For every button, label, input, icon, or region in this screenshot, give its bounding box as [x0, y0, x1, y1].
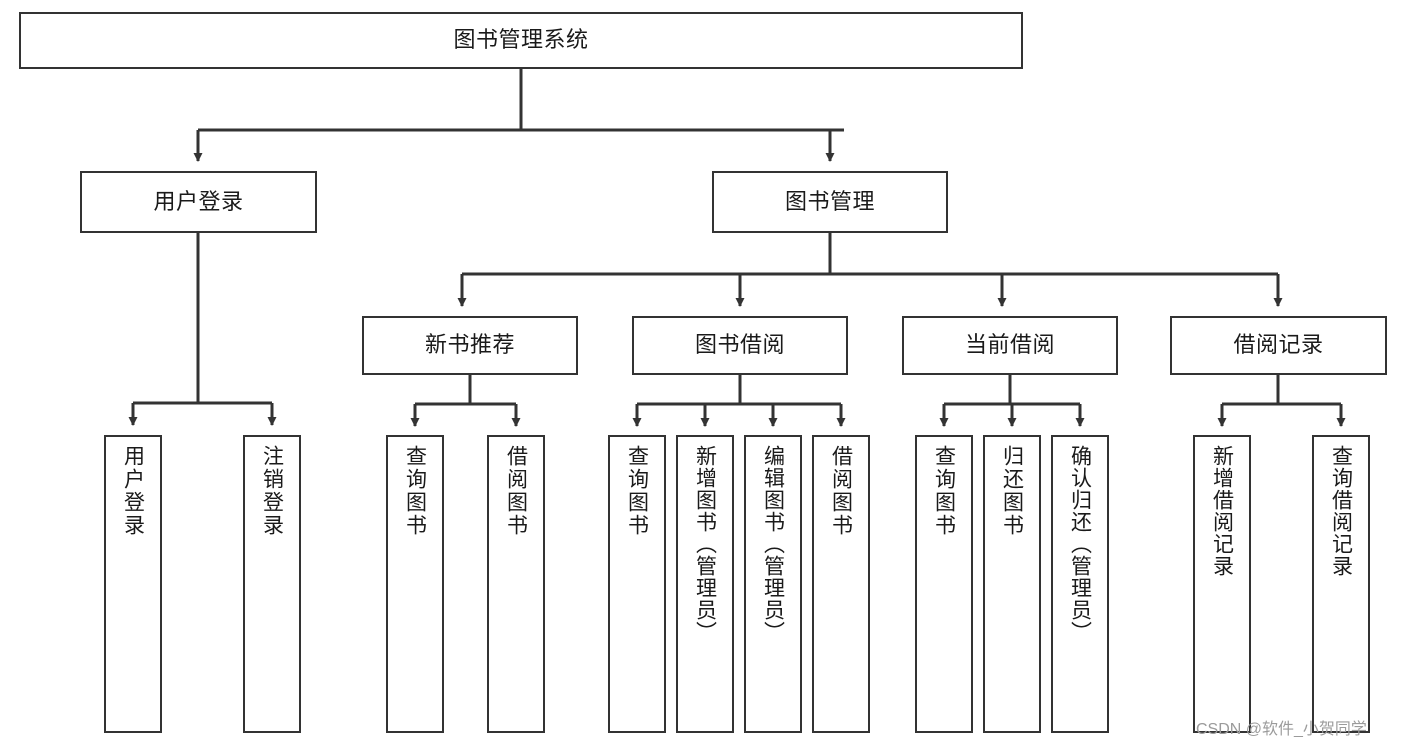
leaf-borrow-book[interactable]: 借阅图书: [812, 435, 870, 733]
leaf-query-book-borrow-label: 查询图书: [625, 445, 649, 537]
leaf-user-login-label: 用户登录: [121, 445, 145, 537]
leaf-borrow-book-rec-label: 借阅图书: [504, 445, 528, 537]
leaf-logout-login-label: 注销登录: [260, 445, 284, 537]
node-current-borrow[interactable]: 当前借阅: [902, 316, 1118, 375]
leaf-query-borrow-record-label: 查询借阅记录: [1329, 445, 1353, 577]
leaf-confirm-return-admin[interactable]: 确认归还（管理员）: [1051, 435, 1109, 733]
leaf-query-book-current[interactable]: 查询图书: [915, 435, 973, 733]
leaf-return-book[interactable]: 归还图书: [983, 435, 1041, 733]
leaf-query-book-rec-label: 查询图书: [403, 445, 427, 537]
leaf-add-book-admin[interactable]: 新增图书（管理员）: [676, 435, 734, 733]
leaf-return-book-label: 归还图书: [1000, 445, 1024, 537]
leaf-edit-book-admin-label: 编辑图书（管理员）: [761, 445, 785, 643]
node-root[interactable]: 图书管理系统: [19, 12, 1023, 69]
leaf-borrow-book-label: 借阅图书: [829, 445, 853, 537]
leaf-query-book-borrow[interactable]: 查询图书: [608, 435, 666, 733]
leaf-confirm-return-admin-label: 确认归还（管理员）: [1068, 445, 1092, 643]
node-book-manage[interactable]: 图书管理: [712, 171, 948, 233]
node-user-login[interactable]: 用户登录: [80, 171, 317, 233]
leaf-add-borrow-record-label: 新增借阅记录: [1210, 445, 1234, 577]
leaf-query-book-rec[interactable]: 查询图书: [386, 435, 444, 733]
node-new-book-recommend-label: 新书推荐: [424, 332, 515, 358]
leaf-edit-book-admin[interactable]: 编辑图书（管理员）: [744, 435, 802, 733]
leaf-add-borrow-record[interactable]: 新增借阅记录: [1193, 435, 1251, 733]
node-current-borrow-label: 当前借阅: [964, 332, 1055, 358]
node-user-login-label: 用户登录: [153, 188, 244, 214]
leaf-logout-login[interactable]: 注销登录: [243, 435, 301, 733]
leaf-add-book-admin-label: 新增图书（管理员）: [693, 445, 717, 643]
node-borrow-record-label: 借阅记录: [1233, 332, 1324, 358]
node-book-borrow[interactable]: 图书借阅: [632, 316, 848, 375]
node-borrow-record[interactable]: 借阅记录: [1170, 316, 1387, 375]
node-book-borrow-label: 图书借阅: [694, 332, 785, 358]
leaf-query-book-current-label: 查询图书: [932, 445, 956, 537]
leaf-borrow-book-rec[interactable]: 借阅图书: [487, 435, 545, 733]
node-root-label: 图书管理系统: [453, 27, 589, 53]
leaf-query-borrow-record[interactable]: 查询借阅记录: [1312, 435, 1370, 733]
leaf-user-login[interactable]: 用户登录: [104, 435, 162, 733]
node-new-book-recommend[interactable]: 新书推荐: [362, 316, 578, 375]
node-book-manage-label: 图书管理: [784, 188, 875, 214]
